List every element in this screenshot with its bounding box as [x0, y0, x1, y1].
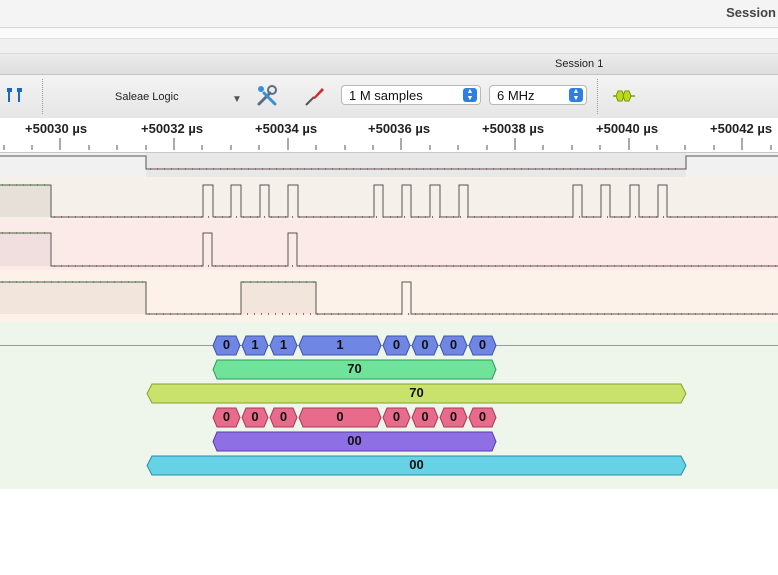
- byte-frame[interactable]: 70: [212, 359, 497, 380]
- samples-select[interactable]: 1 M samples ▲▼: [341, 85, 481, 105]
- waveform-3: [0, 281, 778, 315]
- toolbar: Saleae Logic ▼ 1 M samples ▲▼ 6 MHz ▲▼: [0, 75, 778, 119]
- analyzer-icon[interactable]: [612, 89, 636, 103]
- rate-value: 6 MHz: [497, 88, 535, 103]
- window-title: Session: [726, 5, 776, 20]
- bit-frame[interactable]: 0: [468, 335, 497, 356]
- channel-lane-3[interactable]: [0, 270, 778, 322]
- bit-frame[interactable]: 0: [241, 407, 269, 428]
- device-dropdown-arrow-icon[interactable]: ▼: [232, 94, 242, 105]
- tick-label: +50032 µs: [141, 121, 204, 136]
- samples-stepper-icon: ▲▼: [463, 88, 477, 102]
- byte-frame[interactable]: 00: [212, 431, 497, 452]
- bit-frame[interactable]: 0: [439, 407, 468, 428]
- waveform-1: [0, 184, 778, 218]
- session-tab[interactable]: Session 1: [555, 58, 604, 70]
- channel-lane-1[interactable]: [0, 177, 778, 220]
- rate-select[interactable]: 6 MHz ▲▼: [489, 85, 587, 105]
- trigger-probe-icon[interactable]: [302, 84, 326, 108]
- tick-label: +50040 µs: [596, 121, 659, 136]
- top-band: [0, 28, 778, 39]
- bit-frame[interactable]: 0: [269, 407, 298, 428]
- channel-lane-2[interactable]: [0, 220, 778, 270]
- transfer-frame[interactable]: 00: [146, 455, 687, 476]
- bit-frame[interactable]: 1: [269, 335, 298, 356]
- tools-icon[interactable]: [255, 84, 279, 108]
- ruler-ticks: [3, 138, 772, 150]
- time-ruler[interactable]: +50030 µs +50032 µs +50034 µs +50036 µs …: [0, 118, 778, 153]
- tick-label: +50036 µs: [368, 121, 431, 136]
- bit-frame[interactable]: 0: [411, 407, 439, 428]
- rate-stepper-icon: ▲▼: [569, 88, 583, 102]
- tick-label: +50038 µs: [482, 121, 545, 136]
- toolbar-separator: [42, 79, 43, 114]
- transfer-frame[interactable]: 70: [146, 383, 687, 404]
- bit-frame[interactable]: 0: [212, 335, 241, 356]
- channel-lane-0[interactable]: [0, 153, 778, 177]
- title-bar: Session: [0, 0, 778, 28]
- tab-strip: [0, 39, 778, 54]
- bit-frame[interactable]: 0: [212, 407, 241, 428]
- decoder-panel: 0 1 1 1 0 0 0 0 70 70 0: [0, 322, 778, 489]
- bit-frame[interactable]: 0: [468, 407, 497, 428]
- waveform-0: [0, 153, 778, 177]
- waveform-2: [0, 232, 778, 267]
- tick-label: +50042 µs: [710, 121, 773, 136]
- bit-frame[interactable]: 0: [382, 407, 411, 428]
- bit-frame[interactable]: 0: [439, 335, 468, 356]
- samples-value: 1 M samples: [349, 88, 423, 103]
- bit-frame[interactable]: 1: [298, 335, 382, 356]
- bit-frame[interactable]: 0: [382, 335, 411, 356]
- probe-icon[interactable]: [4, 86, 26, 106]
- bit-frame[interactable]: 1: [241, 335, 269, 356]
- bit-frame[interactable]: 0: [298, 407, 382, 428]
- toolbar-separator: [597, 79, 598, 114]
- session-tab-bar: Session 1: [0, 54, 778, 75]
- tick-label: +50030 µs: [25, 121, 88, 136]
- device-name[interactable]: Saleae Logic: [115, 91, 179, 103]
- tick-label: +50034 µs: [255, 121, 318, 136]
- bit-frame[interactable]: 0: [411, 335, 439, 356]
